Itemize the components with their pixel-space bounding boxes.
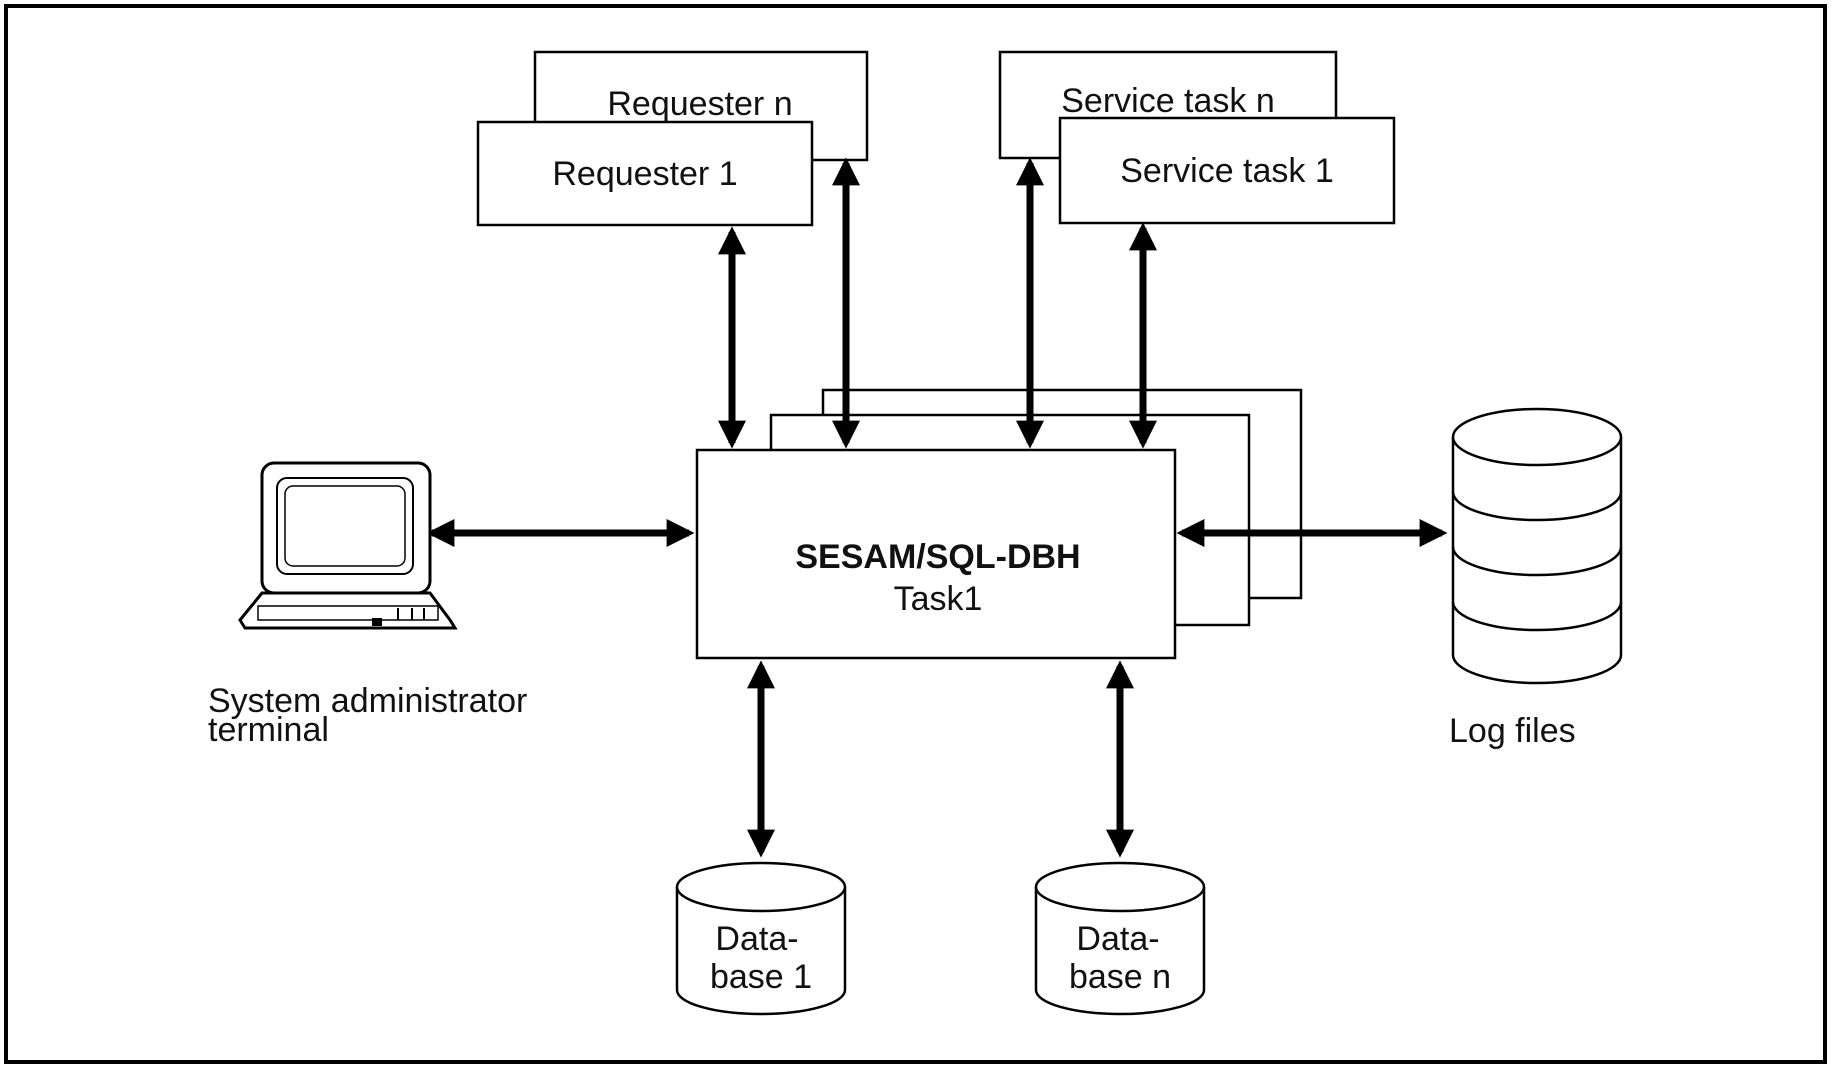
requester-n-label: Requester n — [607, 85, 792, 123]
database-n-cylinder-icon: Data- base n — [1034, 861, 1206, 1016]
log-files-cylinder-icon — [1451, 407, 1623, 685]
dbh-task-box — [695, 448, 1177, 660]
database-1-label-line2: base 1 — [710, 958, 812, 996]
dbh-subtitle: Task1 — [894, 580, 983, 618]
dbh-task-stack: SESAM/SQL-DBH Task1 — [695, 388, 1303, 660]
log-files-label: Log files — [1449, 712, 1576, 750]
service-task-1-box: Service task 1 — [1058, 116, 1396, 225]
admin-terminal-label-line1: System administrator — [208, 682, 527, 720]
service-task-n-label: Service task n — [1061, 82, 1275, 120]
admin-terminal-label-line2: terminal — [208, 711, 329, 749]
database-1-cylinder-icon: Data- base 1 — [675, 861, 847, 1016]
service-task-1-label: Service task 1 — [1120, 152, 1334, 190]
computer-terminal-icon — [238, 461, 458, 630]
database-n-label-line1: Data- — [1076, 920, 1159, 958]
database-1-label-line1: Data- — [715, 920, 798, 958]
database-n-label-line2: base n — [1069, 958, 1171, 996]
dbh-title: SESAM/SQL-DBH — [795, 538, 1080, 576]
requester-1-box: Requester 1 — [476, 120, 814, 227]
requester-1-label: Requester 1 — [552, 155, 737, 193]
